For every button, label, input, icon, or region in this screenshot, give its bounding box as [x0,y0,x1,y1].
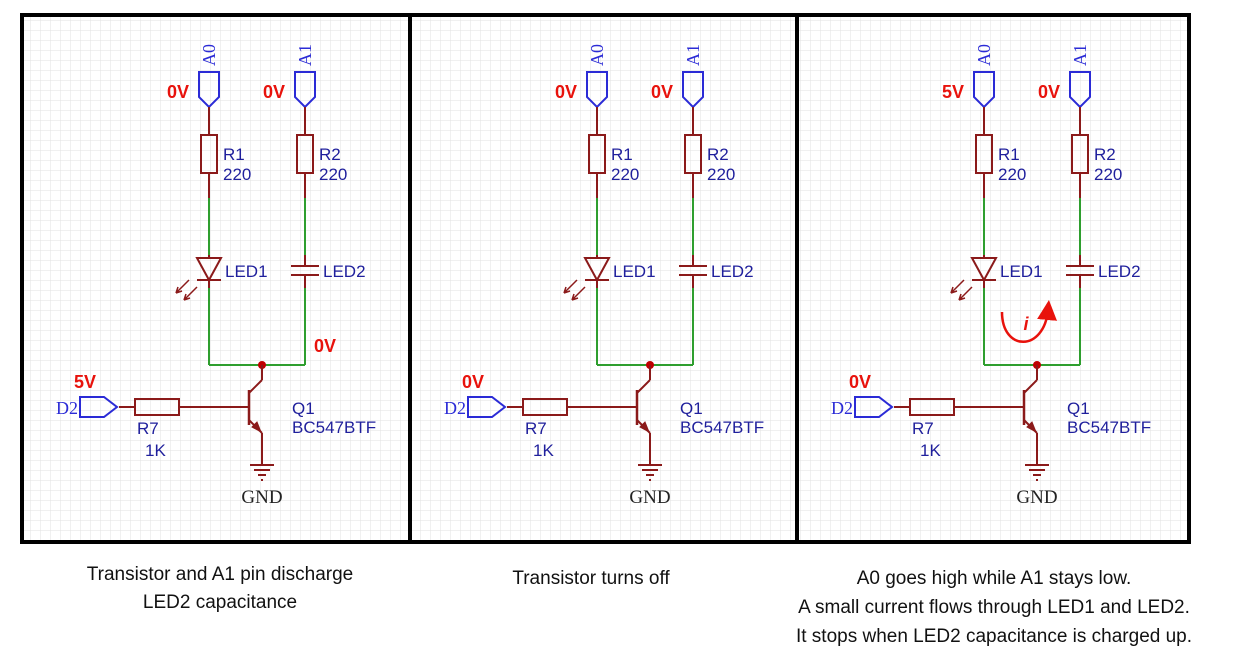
panel-frame [795,13,1191,544]
r2-label: R2 [319,145,341,164]
led1-emission-arrow-2 [571,286,586,301]
voltage-a1: 0V [651,82,673,102]
gnd-label: GND [241,487,282,508]
caption-panel-3-line-3: It stops when LED2 capacitance is charge… [795,626,1193,647]
a0-pin-symbol [198,71,220,109]
collector-diagonal [636,379,651,394]
r7-value: 1K [920,441,941,460]
d2-pin-label: D2 [56,398,78,418]
d2-pin-symbol [854,396,894,418]
voltage-a0: 0V [555,82,577,102]
voltage-d2: 5V [74,372,96,392]
q1-part-number: BC547BTF [292,418,376,437]
gnd-label: GND [1016,487,1057,508]
panel-grid [797,15,1189,542]
current-flow-arrow [1000,300,1057,343]
voltage-a1: 0V [263,82,285,102]
r1-label: R1 [998,145,1020,164]
led2-label: LED2 [711,262,754,281]
r1-value: 220 [611,165,639,184]
led1-emission-arrow-1 [175,279,190,294]
a0-pin-symbol [586,71,608,109]
led1-emission-arrow-2 [183,286,198,301]
led1-label: LED1 [225,262,268,281]
r2-value: 220 [1094,165,1122,184]
r7-label: R7 [912,419,934,438]
r7-value: 1K [533,441,554,460]
caption-panel-1-line-2: LED2 capacitance [142,592,298,613]
a1-pin-symbol [682,71,704,109]
r2-label: R2 [707,145,729,164]
collector-diagonal [1023,379,1038,394]
panel-grid [410,15,797,542]
q1-part-number: BC547BTF [1067,418,1151,437]
caption-panel-1-line-1: Transistor and A1 pin discharge [86,564,354,585]
a1-pin-label: A1 [1070,44,1090,66]
a0-pin-label: A0 [199,44,219,66]
emitter-arrow [639,421,650,434]
r1-value: 220 [998,165,1026,184]
voltage-collector-node: 0V [314,336,336,356]
collector-diagonal [248,379,263,394]
voltage-a0: 5V [942,82,964,102]
d2-pin-symbol [79,396,119,418]
a0-pin-symbol [973,71,995,109]
r2-value: 220 [707,165,735,184]
voltage-a0: 0V [167,82,189,102]
q1-part-number: BC547BTF [680,418,764,437]
a1-pin-label: A1 [295,44,315,66]
r2-label: R2 [1094,145,1116,164]
emitter-arrow [1026,421,1037,434]
led1-label: LED1 [613,262,656,281]
caption-panel-3-line-1: A0 goes high while A1 stays low. [856,568,1132,589]
emitter-arrow [251,421,262,434]
a1-pin-label: A1 [683,44,703,66]
current-label: i [1023,314,1029,334]
r1-value: 220 [223,165,251,184]
d2-pin-symbol [467,396,507,418]
r7-label: R7 [525,419,547,438]
q1-label: Q1 [1067,399,1090,418]
led1-emission-arrow-1 [950,279,965,294]
caption-panel-2-line-1: Transistor turns off [512,568,670,589]
r2-value: 220 [319,165,347,184]
voltage-a1: 0V [1038,82,1060,102]
a1-pin-symbol [1069,71,1091,109]
gnd-label: GND [629,487,670,508]
led2-label: LED2 [1098,262,1141,281]
panel-grid [22,15,410,542]
led1-emission-arrow-2 [958,286,973,301]
d2-pin-label: D2 [444,398,466,418]
led2-label: LED2 [323,262,366,281]
r1-label: R1 [611,145,633,164]
a0-pin-label: A0 [974,44,994,66]
r1-label: R1 [223,145,245,164]
a1-pin-symbol [294,71,316,109]
r7-label: R7 [137,419,159,438]
q1-label: Q1 [680,399,703,418]
d2-pin-label: D2 [831,398,853,418]
voltage-d2: 0V [849,372,871,392]
led1-emission-arrow-1 [563,279,578,294]
led1-label: LED1 [1000,262,1043,281]
caption-panel-3-line-2: A small current flows through LED1 and L… [798,597,1190,618]
q1-label: Q1 [292,399,315,418]
voltage-d2: 0V [462,372,484,392]
a0-pin-label: A0 [587,44,607,66]
r7-value: 1K [145,441,166,460]
